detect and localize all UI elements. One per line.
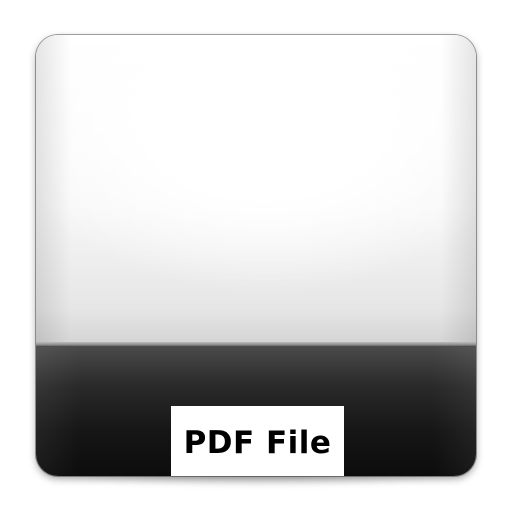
pdf-file-icon[interactable]: PDF File [36, 35, 476, 476]
file-type-label-box: PDF File [171, 406, 344, 476]
file-type-label: PDF File [183, 424, 332, 461]
icon-top-panel [36, 35, 476, 345]
icon-bottom-panel: PDF File [36, 347, 476, 476]
icon-divider [36, 342, 476, 347]
